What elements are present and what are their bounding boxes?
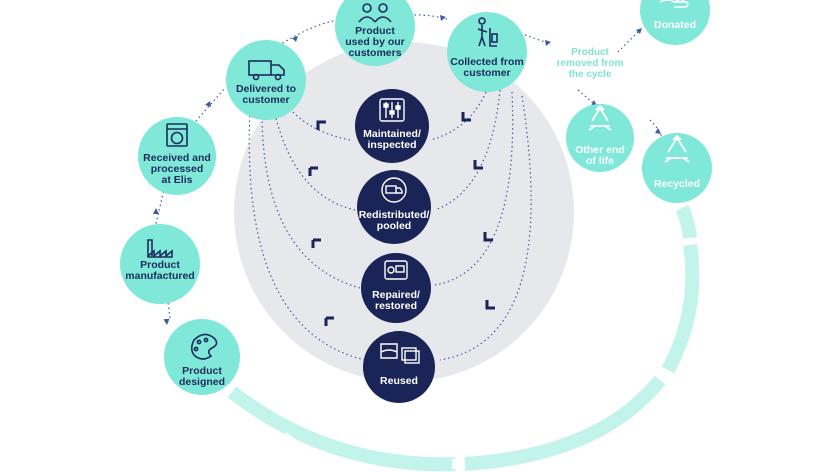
recycle-icon [664,134,690,163]
worker-trolley-icon [477,17,498,47]
stage-received [138,117,216,195]
stage-designed [164,319,240,395]
palette-icon [190,333,218,360]
sewing-machine-icon [384,260,408,280]
stage-recycled [642,133,712,203]
recycle-icon [588,104,612,131]
truck-cycle-icon [381,177,407,203]
stage-repaired [361,253,431,323]
stage-donated [640,0,710,45]
hand-heart-icon [659,0,689,8]
stage-other-end [566,104,634,172]
stage-delivered [226,40,306,120]
stage-manufactured [120,224,200,304]
stage-maintained [355,89,429,163]
stage-collected [447,12,527,92]
stage-used [335,0,415,66]
outer-path-arrows [153,15,661,325]
folded-linen-icon [380,343,420,364]
control-panel-icon [379,98,405,122]
stage-redistributed [357,170,431,244]
factory-icon [147,239,173,258]
inner-chevrons [308,112,495,326]
truck-icon [248,60,285,81]
washing-machine-icon [166,123,188,147]
customers-icon [358,3,392,23]
cycle-ring [227,204,700,472]
stage-reused [363,331,435,403]
ring-chevrons [284,256,686,470]
